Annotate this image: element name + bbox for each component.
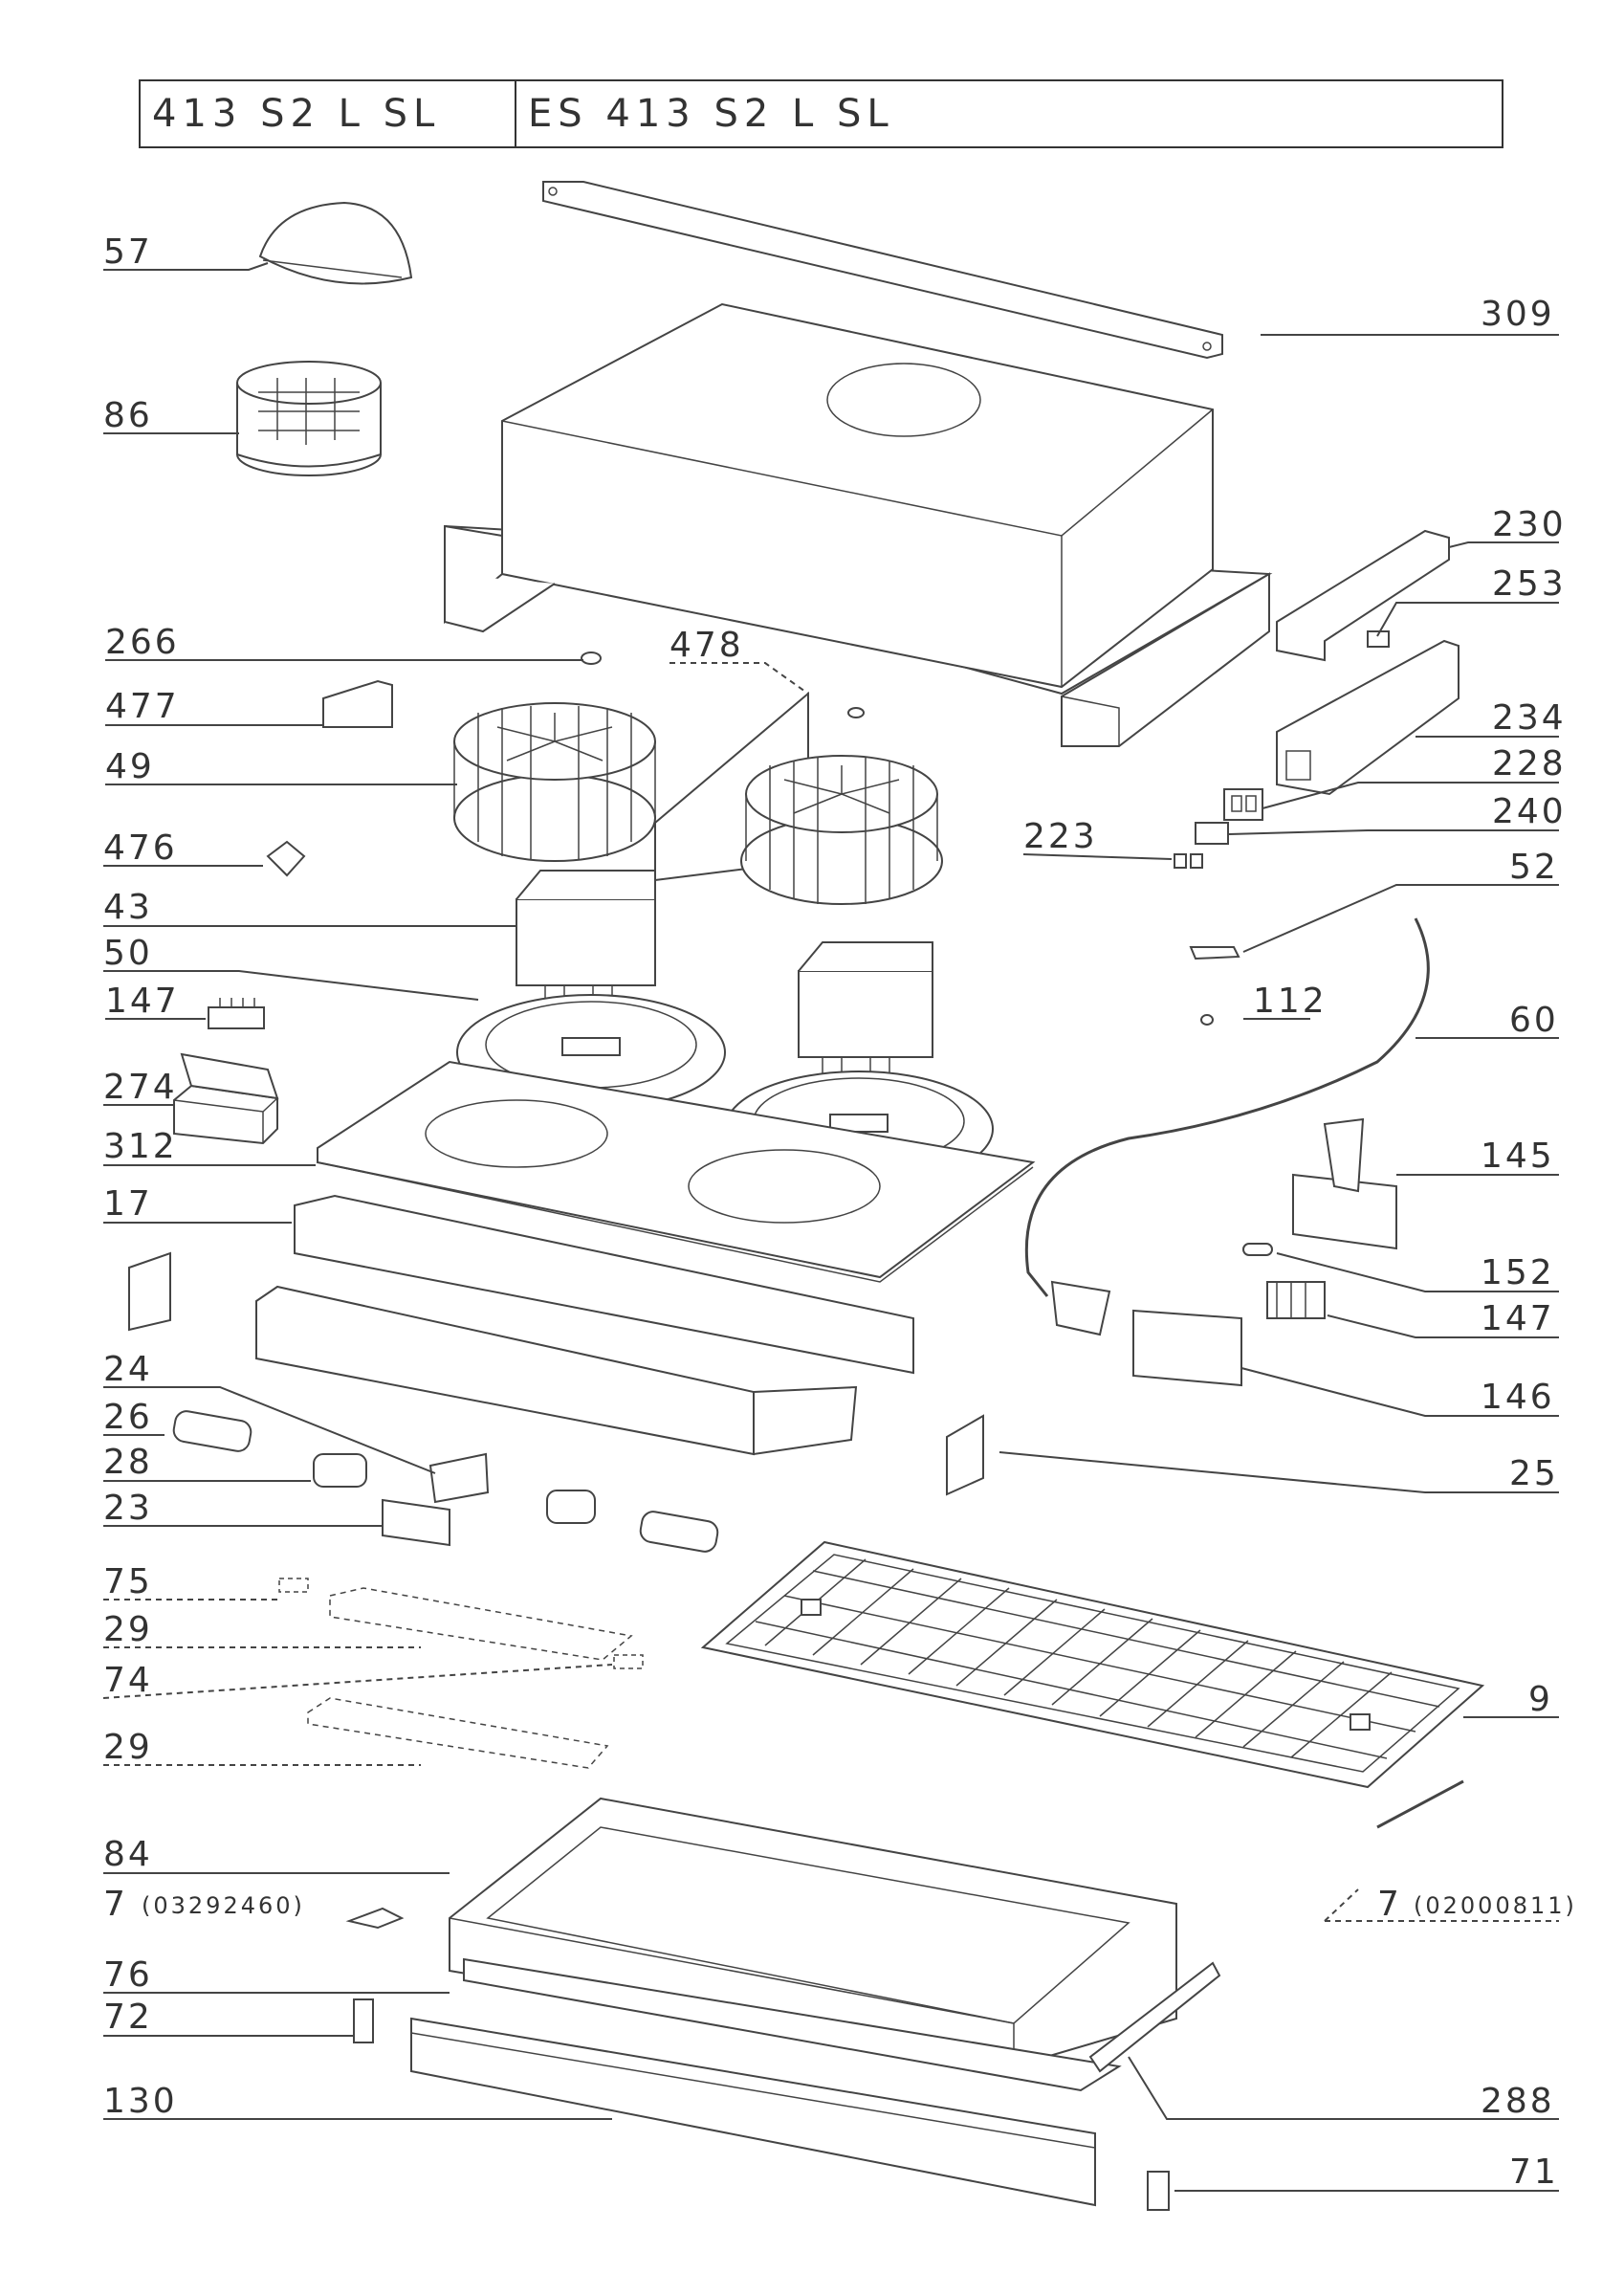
label-147a: 147 <box>105 982 180 1021</box>
label-24: 24 <box>103 1350 153 1389</box>
part-147a-drawing <box>208 998 265 1029</box>
label-130: 130 <box>103 2082 178 2121</box>
label-84: 84 <box>103 1835 153 1874</box>
part-60-drawing <box>1024 917 1430 1336</box>
part-86-drawing <box>236 361 382 476</box>
label-52: 52 <box>1509 848 1559 887</box>
part-43-drawing <box>516 870 933 1075</box>
label-60: 60 <box>1509 1001 1559 1040</box>
header-model-es: ES 413 S2 L SL <box>528 92 894 136</box>
part-274-drawing <box>173 1052 279 1145</box>
part-23-drawing <box>382 1498 450 1547</box>
part-309-drawing <box>542 181 1223 360</box>
part-49-drawing <box>453 702 943 905</box>
part-234-drawing <box>1276 639 1459 796</box>
part-74-drawing <box>613 1654 644 1669</box>
part-52-drawing <box>1189 946 1240 960</box>
label-253: 253 <box>1492 564 1567 604</box>
label-234: 234 <box>1492 698 1567 738</box>
label-152: 152 <box>1481 1253 1555 1292</box>
part-57-drawing <box>258 201 413 285</box>
label-476: 476 <box>103 828 178 868</box>
label-72: 72 <box>103 1998 153 2037</box>
part-476-drawing <box>266 840 306 877</box>
part-29a-drawing <box>329 1587 633 1661</box>
part-26-drawing <box>172 1410 719 1553</box>
part-145-drawing <box>1292 1117 1397 1250</box>
label-478: 478 <box>669 626 744 665</box>
label-29a: 29 <box>103 1610 153 1649</box>
label-7a: 7 <box>103 1885 128 1924</box>
part-72-drawing <box>353 1998 374 2043</box>
label-75: 75 <box>103 1562 153 1601</box>
hood-body-drawing <box>444 302 1273 747</box>
label-7b: 7 <box>1377 1885 1402 1924</box>
part-9-drawing <box>700 1540 1485 1789</box>
part-223-drawing <box>1174 853 1203 869</box>
label-49: 49 <box>105 747 155 786</box>
part-228-drawing <box>1223 788 1263 821</box>
label-147b: 147 <box>1481 1299 1555 1338</box>
part-17-drawing <box>255 1194 914 1456</box>
label-228: 228 <box>1492 744 1567 784</box>
label-309: 309 <box>1481 295 1555 334</box>
label-25: 25 <box>1509 1454 1559 1493</box>
part-146-drawing <box>1132 1309 1242 1387</box>
part-75-drawing <box>278 1578 309 1593</box>
part-477-drawing <box>322 679 393 728</box>
part-76-drawing <box>463 1957 1122 2092</box>
leader-lines <box>102 262 1559 2192</box>
part-266-drawing <box>581 651 865 718</box>
part-130-drawing <box>410 2017 1096 2207</box>
label-7a-code: (03292460) <box>142 1892 305 1919</box>
label-86: 86 <box>103 396 153 435</box>
label-28: 28 <box>103 1443 153 1482</box>
part-24-drawing <box>428 1452 490 1504</box>
part-7b-drawing <box>1376 1779 1464 1829</box>
label-71: 71 <box>1509 2152 1559 2192</box>
label-274: 274 <box>103 1068 178 1107</box>
part-71-drawing <box>1147 2171 1170 2211</box>
label-312: 312 <box>103 1127 178 1166</box>
label-50: 50 <box>103 934 153 973</box>
label-230: 230 <box>1492 505 1567 544</box>
label-146: 146 <box>1481 1378 1555 1417</box>
label-74: 74 <box>103 1661 153 1700</box>
label-card-drawing <box>128 1251 171 1332</box>
header-model-es-cell: ES 413 S2 L SL <box>515 79 1503 148</box>
label-288: 288 <box>1481 2082 1555 2121</box>
label-223: 223 <box>1023 817 1098 856</box>
label-23: 23 <box>103 1489 153 1528</box>
part-25-drawing <box>946 1414 984 1496</box>
header-model-cell: 413 S2 L SL <box>139 79 516 148</box>
label-17: 17 <box>103 1184 153 1224</box>
part-312-drawing <box>317 1060 1036 1283</box>
label-266: 266 <box>105 623 180 662</box>
label-9: 9 <box>1528 1680 1553 1719</box>
part-147b-drawing <box>1266 1281 1326 1319</box>
label-477: 477 <box>105 687 180 726</box>
part-240-drawing <box>1195 822 1229 845</box>
label-7b-code: (02000811) <box>1414 1892 1577 1919</box>
label-76: 76 <box>103 1955 153 1995</box>
label-43: 43 <box>103 888 153 927</box>
part-152-drawing <box>1242 1243 1273 1256</box>
part-29b-drawing <box>307 1697 609 1769</box>
part-230-drawing <box>1276 529 1450 662</box>
label-26: 26 <box>103 1398 153 1437</box>
part-288-drawing <box>1088 1961 1221 2073</box>
label-145: 145 <box>1481 1137 1555 1176</box>
label-57: 57 <box>103 232 153 272</box>
part-253-drawing <box>1367 630 1390 648</box>
label-29b: 29 <box>103 1728 153 1767</box>
part-28-drawing <box>313 1453 596 1524</box>
part-7a-drawing <box>345 1907 405 1930</box>
header-model: 413 S2 L SL <box>152 92 441 136</box>
label-240: 240 <box>1492 792 1567 831</box>
label-112: 112 <box>1253 982 1328 1021</box>
part-112-drawing <box>1200 1014 1214 1026</box>
